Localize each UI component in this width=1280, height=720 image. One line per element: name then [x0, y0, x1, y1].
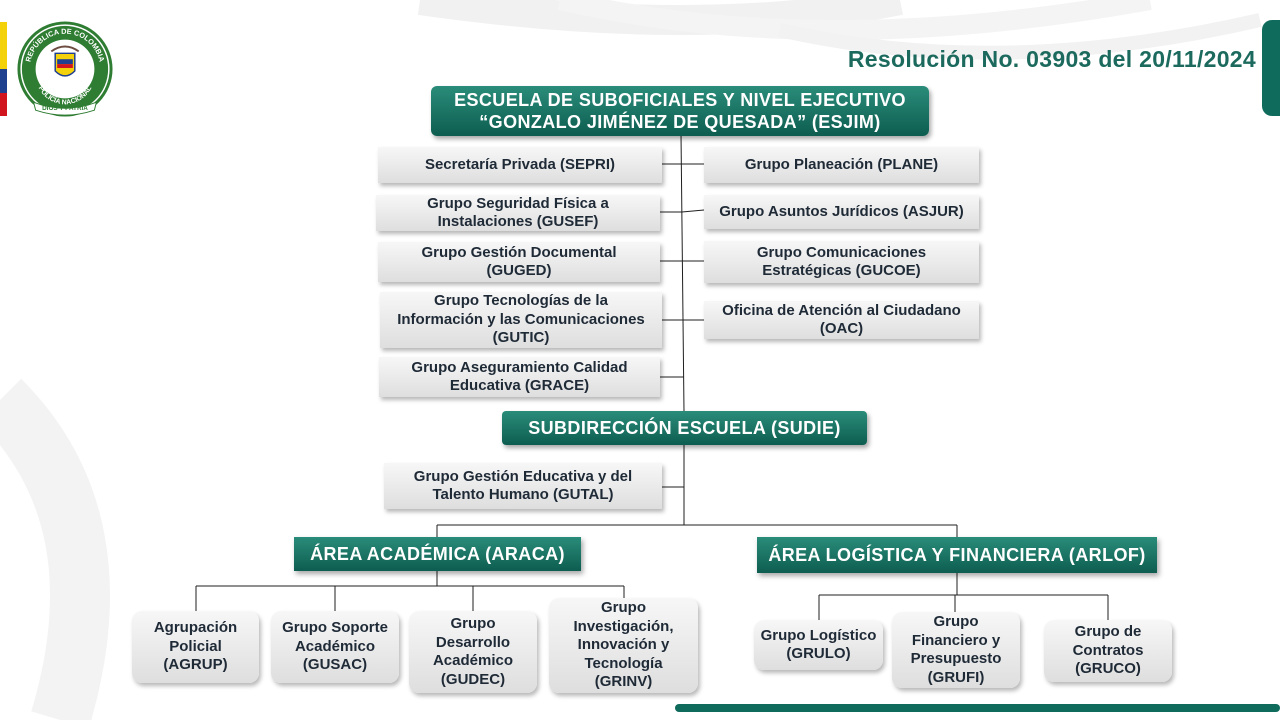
- colombia-flag: [0, 22, 7, 116]
- flag-red-stripe: [0, 93, 7, 116]
- svg-text:DIOS Y PATRIA: DIOS Y PATRIA: [42, 105, 88, 112]
- bottom-accent-bar: [675, 704, 1280, 712]
- unit-gudec: Grupo Desarrollo Académico (GUDEC): [409, 611, 537, 693]
- unit-agrup: Agrupación Policial (AGRUP): [132, 611, 259, 683]
- area-logistica-title: ÁREA LOGÍSTICA Y FINANCIERA (ARLOF): [768, 544, 1146, 565]
- unit-gruco: Grupo de Contratos (GRUCO): [1044, 620, 1172, 682]
- subdireccion-title: SUBDIRECCIÓN ESCUELA (SUDIE): [528, 417, 841, 438]
- unit-gucoe: Grupo Comunicaciones Estratégicas (GUCOE…: [704, 241, 979, 283]
- unit-sepri: Secretaría Privada (SEPRI): [378, 147, 662, 183]
- unit-guged: Grupo Gestión Documental (GUGED): [378, 242, 660, 282]
- resolution-number: Resolución No. 03903 del 20/11/2024: [847, 46, 1256, 72]
- unit-grace: Grupo Aseguramiento Calidad Educativa (G…: [379, 357, 660, 397]
- unit-gutic: Grupo Tecnologías de la Información y la…: [380, 292, 662, 348]
- unit-asjur: Grupo Asuntos Jurídicos (ASJUR): [704, 195, 979, 229]
- unit-grinv: Grupo Investigación, Innovación y Tecnol…: [549, 598, 698, 693]
- unit-grulo: Grupo Logístico (GRULO): [754, 620, 883, 670]
- unit-gusac: Grupo Soporte Académico (GUSAC): [271, 611, 399, 683]
- right-edge-tab: [1262, 20, 1280, 116]
- flag-blue-stripe: [0, 69, 7, 93]
- escuela-header-box: ESCUELA DE SUBOFICIALES Y NIVEL EJECUTIV…: [431, 86, 929, 136]
- escuela-title-line1: ESCUELA DE SUBOFICIALES Y NIVEL EJECUTIV…: [454, 90, 906, 110]
- unit-gutal: Grupo Gestión Educativa y del Talento Hu…: [384, 463, 662, 509]
- unit-plane: Grupo Planeación (PLANE): [704, 147, 979, 183]
- area-academica-header: ÁREA ACADÉMICA (ARACA): [294, 537, 581, 571]
- escuela-title-line2: “GONZALO JIMÉNEZ DE QUESADA” (ESJIM): [479, 112, 881, 132]
- unit-gusef: Grupo Seguridad Física a Instalaciones (…: [376, 195, 660, 231]
- area-academica-title: ÁREA ACADÉMICA (ARACA): [310, 543, 565, 564]
- unit-oac: Oficina de Atención al Ciudadano (OAC): [704, 301, 979, 339]
- unit-grufi: Grupo Financiero y Presupuesto (GRUFI): [892, 612, 1020, 688]
- policia-nacional-seal: REPÚBLICA DE COLOMBIA POLICÍA NACIONAL D…: [17, 21, 113, 117]
- area-logistica-header: ÁREA LOGÍSTICA Y FINANCIERA (ARLOF): [757, 537, 1157, 573]
- flag-yellow-stripe: [0, 22, 7, 69]
- subdireccion-header-box: SUBDIRECCIÓN ESCUELA (SUDIE): [502, 411, 867, 445]
